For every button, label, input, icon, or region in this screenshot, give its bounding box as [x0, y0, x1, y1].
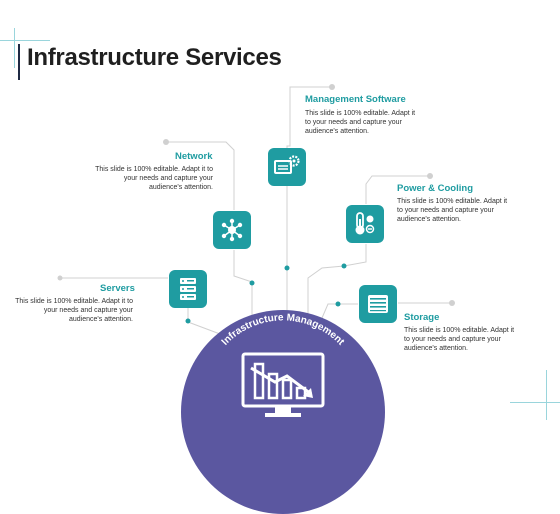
- svg-text:Infrastructure Management: Infrastructure Management: [220, 312, 347, 348]
- storage-text: This slide is 100% editable. Adapt it to…: [404, 327, 515, 352]
- monitor-gear-icon: [274, 155, 300, 174]
- power-cooling-text: This slide is 100% editable. Adapt it to…: [397, 198, 508, 223]
- management-software-label: Management Software: [305, 94, 406, 105]
- title-accent-bar: [18, 44, 20, 80]
- server-icon: [180, 278, 196, 300]
- page-title: Infrastructure Services: [27, 44, 282, 71]
- power-cooling-icon-box: [346, 205, 384, 243]
- hub-label-arc: Infrastructure Management: [220, 312, 347, 348]
- servers-label: Servers: [100, 283, 135, 294]
- monitor-chart-icon: [241, 352, 325, 417]
- network-icon: [221, 218, 243, 242]
- network-label: Network: [175, 151, 213, 162]
- management-software-icon-box: [268, 148, 306, 186]
- network-icon-box: [213, 211, 251, 249]
- hub-label: Infrastructure Management: [220, 312, 347, 348]
- corner-line-bottom: [510, 402, 560, 403]
- power-cooling-label: Power & Cooling: [397, 183, 473, 194]
- corner-line-top: [0, 40, 50, 41]
- servers-icon-box: [169, 270, 207, 308]
- network-text: This slide is 100% editable. Adapt it to…: [95, 166, 213, 191]
- corner-line-bottom-vertical: [546, 370, 547, 420]
- management-software-text: This slide is 100% editable. Adapt it to…: [305, 110, 416, 135]
- servers-text: This slide is 100% editable. Adapt it to…: [15, 298, 133, 323]
- storage-icon-box: [359, 285, 397, 323]
- connector-lines: [57, 84, 455, 350]
- storage-label: Storage: [404, 312, 440, 323]
- thermometer-icon: [355, 212, 375, 235]
- corner-line-top-vertical: [14, 28, 15, 68]
- storage-icon: [368, 295, 388, 313]
